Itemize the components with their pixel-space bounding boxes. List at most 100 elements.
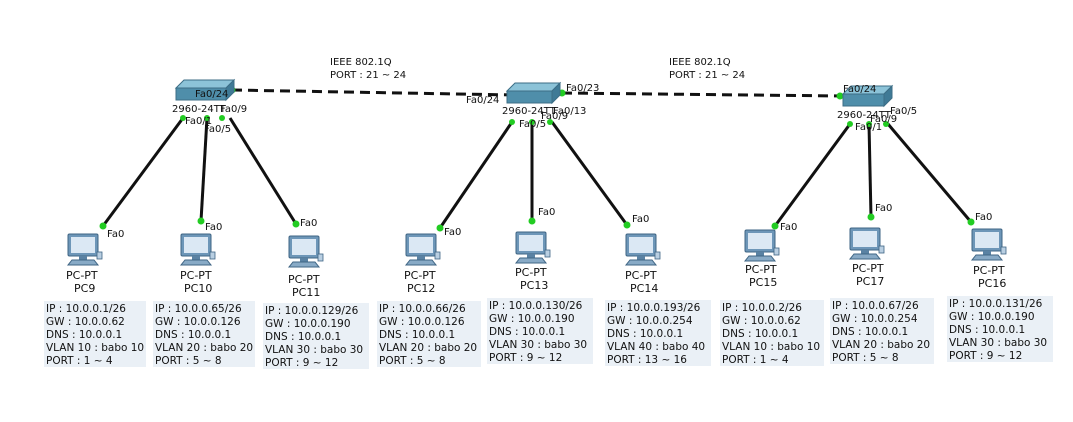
- link-pc14[interactable]: [550, 121, 629, 226]
- trunk-title: IEEE 802.1Q: [669, 57, 731, 68]
- pc-info-pc11: IP : 10.0.0.129/26 GW : 10.0.0.190 DNS :…: [263, 303, 369, 369]
- port-label: Fa0/9: [220, 104, 247, 115]
- pc-node-pc16[interactable]: Fa0 PC-PT PC16: [971, 212, 1007, 290]
- info-box: [605, 300, 711, 366]
- pc-icon: [288, 235, 324, 268]
- pc-node-pc12[interactable]: Fa0 PC-PT PC12: [404, 227, 461, 295]
- trunk-port-range: PORT : 21 ~ 24: [669, 70, 745, 81]
- info-vlan: VLAN 10 : babo 10: [46, 342, 144, 354]
- info-dns: DNS : 10.0.0.1: [722, 328, 798, 340]
- port-dot: [623, 221, 631, 229]
- info-port: PORT : 9 ~ 12: [949, 350, 1022, 362]
- info-dns: DNS : 10.0.0.1: [265, 331, 341, 343]
- pc-node-pc13[interactable]: Fa0 PC-PT PC13: [515, 207, 555, 292]
- info-vlan: VLAN 20 : babo 20: [832, 339, 930, 351]
- trunk-link-right[interactable]: [561, 91, 844, 98]
- info-dns: DNS : 10.0.0.1: [949, 324, 1025, 336]
- port-dot: [180, 115, 186, 121]
- port-label: Fa0/1: [185, 116, 212, 127]
- port-dot: [547, 119, 553, 125]
- info-dns: DNS : 10.0.0.1: [46, 329, 122, 341]
- port-dot: [771, 222, 779, 230]
- info-vlan: VLAN 30 : babo 30: [949, 337, 1047, 349]
- pc-node-pc15[interactable]: Fa0 PC-PT PC15: [744, 222, 797, 289]
- pc-type: PC-PT: [625, 269, 657, 282]
- link-pc17[interactable]: [867, 123, 873, 218]
- switch-icon: [174, 78, 236, 102]
- access-links: [101, 117, 973, 229]
- info-port: PORT : 1 ~ 4: [722, 354, 789, 366]
- link-pc11[interactable]: [228, 117, 298, 225]
- pc-node-pc10[interactable]: Fa0 PC-PT PC10: [180, 222, 222, 295]
- info-box: [487, 298, 593, 364]
- info-dns: DNS : 10.0.0.1: [832, 326, 908, 338]
- pc-port-label: Fa0: [632, 214, 649, 225]
- pc-name: PC10: [184, 282, 212, 295]
- pc-type: PC-PT: [852, 262, 884, 275]
- port-label: Fa0/24: [466, 95, 499, 106]
- pc-info-pc17: IP : 10.0.0.67/26 GW : 10.0.0.254 DNS : …: [830, 298, 934, 364]
- info-ip: IP : 10.0.0.129/26: [265, 305, 359, 317]
- pc-node-pc9[interactable]: Fa0 PC-PT PC9: [66, 229, 124, 295]
- port-label: Fa0/5: [204, 124, 231, 135]
- info-ip: IP : 10.0.0.65/26: [155, 303, 242, 315]
- pc-name: PC16: [978, 277, 1006, 290]
- pc-type: PC-PT: [745, 263, 777, 276]
- port-dot: [509, 119, 515, 125]
- pc-name: PC11: [292, 286, 320, 299]
- port-dot: [883, 121, 889, 127]
- trunk-label-left: IEEE 802.1Q PORT : 21 ~ 24: [330, 57, 406, 81]
- info-gw: GW : 10.0.0.190: [265, 318, 351, 330]
- trunk-label-right: IEEE 802.1Q PORT : 21 ~ 24: [669, 57, 745, 81]
- link-pc12[interactable]: [438, 121, 514, 229]
- info-vlan: VLAN 30 : babo 30: [489, 339, 587, 351]
- info-gw: GW : 10.0.0.62: [46, 316, 125, 328]
- info-box: [830, 298, 934, 364]
- info-ip: IP : 10.0.0.130/26: [489, 300, 583, 312]
- info-box: [44, 301, 146, 367]
- pc-type: PC-PT: [66, 269, 98, 282]
- info-dns: DNS : 10.0.0.1: [155, 329, 231, 341]
- switch-3[interactable]: Fa0/24 2960-24TT Fa0/5 Fa0/9 Fa0/1: [837, 84, 917, 133]
- info-gw: GW : 10.0.0.62: [722, 315, 801, 327]
- port-dot: [847, 121, 853, 127]
- info-vlan: VLAN 20 : babo 20: [379, 342, 477, 354]
- info-ip: IP : 10.0.0.67/26: [832, 300, 919, 312]
- switch-2[interactable]: Fa0/24 Fa0/23 2960-24TT Fa0/13 Fa0/5 Fa0…: [466, 81, 599, 130]
- port-dot: [867, 213, 875, 221]
- pc-type: PC-PT: [180, 269, 212, 282]
- pc-name: PC15: [749, 276, 777, 289]
- switch-icon: [505, 81, 562, 105]
- info-vlan: VLAN 40 : babo 40: [607, 341, 705, 353]
- pc-node-pc17[interactable]: Fa0 PC-PT PC17: [849, 203, 892, 288]
- port-label: Fa0/9: [541, 111, 568, 122]
- pc-port-label: Fa0: [538, 207, 555, 218]
- link-pc9[interactable]: [101, 117, 185, 227]
- port-label: Fa0/24: [195, 89, 228, 100]
- info-box: [153, 301, 255, 367]
- pc-info-pc13: IP : 10.0.0.130/26 GW : 10.0.0.190 DNS :…: [487, 298, 593, 364]
- pc-info-pc12: IP : 10.0.0.66/26 GW : 10.0.0.126 DNS : …: [377, 301, 481, 367]
- pc-type: PC-PT: [404, 269, 436, 282]
- link-pc16[interactable]: [886, 123, 973, 223]
- link-pc15[interactable]: [773, 123, 852, 227]
- switch-model: 2960-24TT: [837, 110, 892, 121]
- pc-node-pc11[interactable]: Fa0 PC-PT PC11: [288, 218, 324, 299]
- trunk-port-range: PORT : 21 ~ 24: [330, 70, 406, 81]
- info-ip: IP : 10.0.0.2/26: [722, 302, 802, 314]
- port-dot: [99, 222, 107, 230]
- info-port: PORT : 5 ~ 8: [155, 355, 222, 367]
- info-box: [377, 301, 481, 367]
- port-dot: [436, 224, 444, 232]
- pc-node-pc14[interactable]: Fa0 PC-PT PC14: [625, 214, 661, 295]
- link-pc10[interactable]: [199, 117, 209, 222]
- pc-icon: [744, 229, 780, 262]
- switch-1[interactable]: Fa0/24 2960-24TT Fa0/9 Fa0/1 Fa0/5: [172, 78, 247, 135]
- info-port: PORT : 5 ~ 8: [832, 352, 899, 364]
- pc-icon: [515, 231, 551, 264]
- port-dot: [529, 119, 535, 125]
- info-gw: GW : 10.0.0.190: [489, 313, 575, 325]
- port-label: Fa0/23: [566, 83, 599, 94]
- pc-name: PC9: [74, 282, 95, 295]
- info-box: [263, 303, 369, 369]
